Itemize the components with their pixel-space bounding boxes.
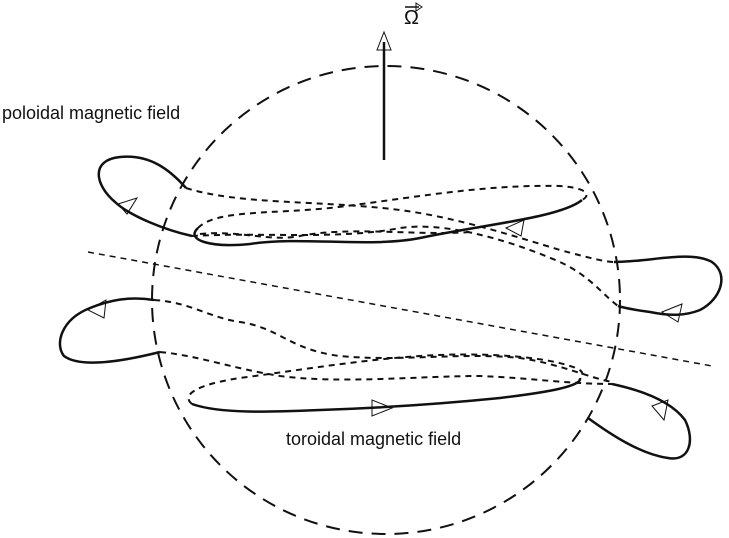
rotation-axis-arrowhead (376, 30, 392, 51)
omega-vector-arrow-icon (405, 2, 423, 12)
upper-poloidal-interior-a (185, 187, 615, 263)
upper-left-poloidal-loop (97, 155, 193, 238)
lower-right-poloidal-arrowhead (651, 399, 669, 422)
lower-poloidal-interior-b (159, 351, 613, 385)
lower-toroidal-front (191, 377, 582, 413)
poloidal-field-label: poloidal magnetic field (2, 103, 181, 123)
lower-toroidal-arrowhead (371, 399, 394, 417)
rotation-axis-label: Ω (404, 7, 419, 29)
star-outline (151, 65, 621, 535)
lower-poloidal-interior-a (153, 299, 613, 383)
right-poloidal-loop (613, 255, 723, 316)
lower-left-poloidal-loop (58, 297, 161, 364)
upper-poloidal-interior-b (191, 225, 619, 307)
upper-left-poloidal-arrowhead (117, 197, 139, 215)
equatorial-plane-line (87, 251, 713, 367)
upper-toroidal-back (197, 184, 588, 229)
upper-toroidal-front (193, 199, 583, 247)
toroidal-field-label: toroidal magnetic field (286, 429, 462, 449)
lower-toroidal-back (187, 353, 584, 405)
lower-left-poloidal-arrowhead (86, 299, 107, 319)
lower-right-poloidal-loop (587, 382, 692, 460)
upper-toroidal-arrowhead (504, 219, 525, 237)
right-poloidal-arrowhead (660, 303, 683, 323)
